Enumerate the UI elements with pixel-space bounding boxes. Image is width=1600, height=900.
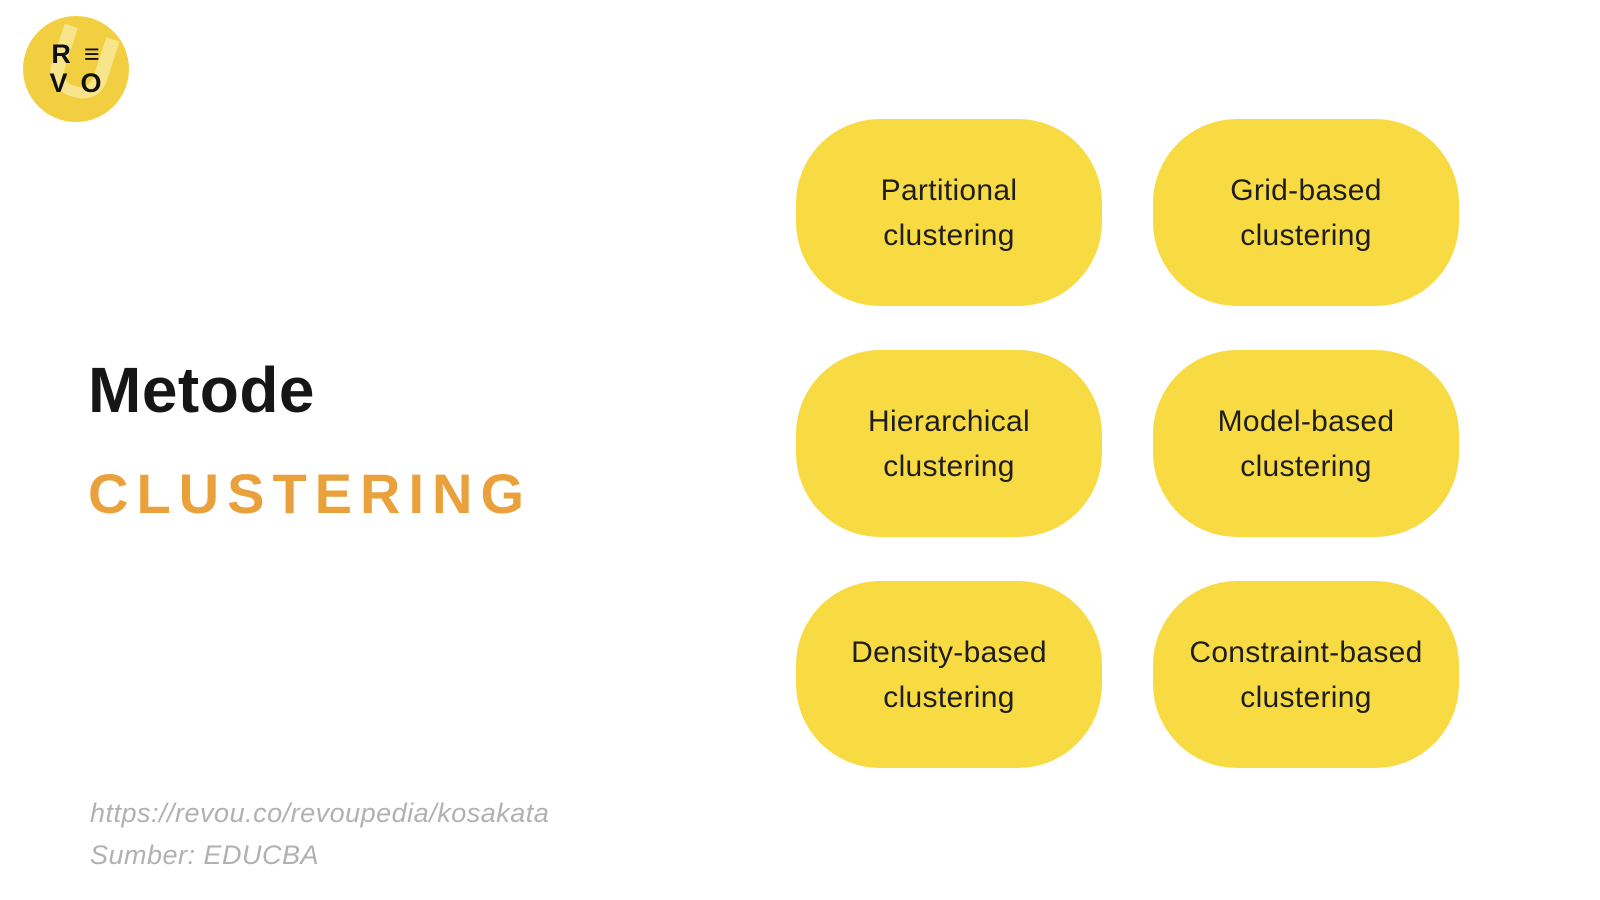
logo-letter-o: O	[80, 68, 103, 98]
footer-source-credit: Sumber: EDUCBA	[90, 839, 320, 870]
footer-source-url: https://revou.co/revoupedia/kosakata	[90, 798, 550, 828]
slide-title: Metode CLUSTERING	[88, 358, 532, 522]
logo-row-2: V O	[49, 70, 102, 97]
logo-letter-e-bars: ≡	[83, 39, 101, 69]
pill-grid-based-clustering: Grid-based clustering	[1153, 119, 1459, 306]
pill-label-line: Hierarchical	[868, 404, 1030, 438]
pill-label-line: Density-based	[851, 635, 1047, 669]
pill-label-line: clustering	[883, 680, 1015, 714]
logo-letter-v: V	[49, 68, 69, 98]
footer: https://revou.co/revoupedia/kosakata Sum…	[90, 793, 549, 877]
pill-hierarchical-clustering: Hierarchical clustering	[796, 350, 1102, 537]
logo-letter-r: R	[51, 39, 72, 69]
title-line-clustering: CLUSTERING	[88, 462, 532, 525]
pill-constraint-based-clustering: Constraint-based clustering	[1153, 581, 1459, 768]
pill-partitional-clustering: Partitional clustering	[796, 119, 1102, 306]
pill-label-line: Grid-based	[1230, 173, 1382, 207]
logo-letters: R ≡ V O	[23, 16, 129, 122]
clustering-methods-grid: Partitional clustering Grid-based cluste…	[796, 119, 1459, 768]
pill-model-based-clustering: Model-based clustering	[1153, 350, 1459, 537]
pill-label-line: Partitional	[880, 173, 1018, 207]
pill-label-line: clustering	[883, 449, 1015, 483]
pill-label-line: clustering	[1240, 218, 1372, 252]
pill-density-based-clustering: Density-based clustering	[796, 581, 1102, 768]
pill-label-line: clustering	[883, 218, 1015, 252]
logo-row-1: R ≡	[51, 41, 100, 68]
pill-label-line: clustering	[1240, 449, 1372, 483]
revou-logo: U R ≡ V O	[23, 16, 129, 122]
pill-label-line: Constraint-based	[1189, 635, 1423, 669]
title-line-metode: Metode	[88, 354, 315, 426]
pill-label-line: clustering	[1240, 680, 1372, 714]
pill-label-line: Model-based	[1217, 404, 1395, 438]
